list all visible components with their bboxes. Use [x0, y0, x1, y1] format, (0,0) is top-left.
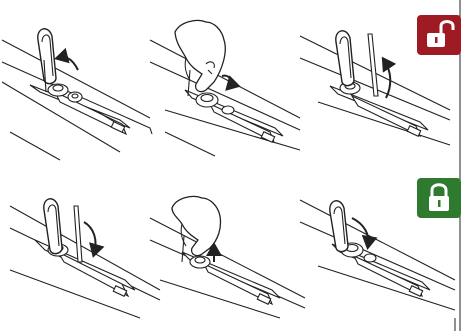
- step-panel-lock-2: [149, 195, 306, 319]
- locked-status-badge: [417, 178, 461, 218]
- arrow-curved-down-right: [351, 217, 378, 250]
- step-panel-unlock-2: [149, 19, 301, 157]
- arrow-rotation: [221, 74, 241, 91]
- arrow-curved-down-right: [83, 221, 105, 258]
- unlocked-padlock-icon: [427, 20, 455, 47]
- locked-padlock-icon: [429, 183, 449, 211]
- step-panel-unlock-1: [1, 28, 153, 161]
- arrow-curved-up-left: [54, 47, 79, 71]
- step-panel-lock-1: [9, 198, 161, 319]
- unlocked-status-badge: [417, 15, 461, 55]
- step-panel-lock-3: [299, 199, 456, 311]
- step-panel-unlock-3: [299, 30, 451, 146]
- arrow-curved-up-right: [381, 56, 397, 99]
